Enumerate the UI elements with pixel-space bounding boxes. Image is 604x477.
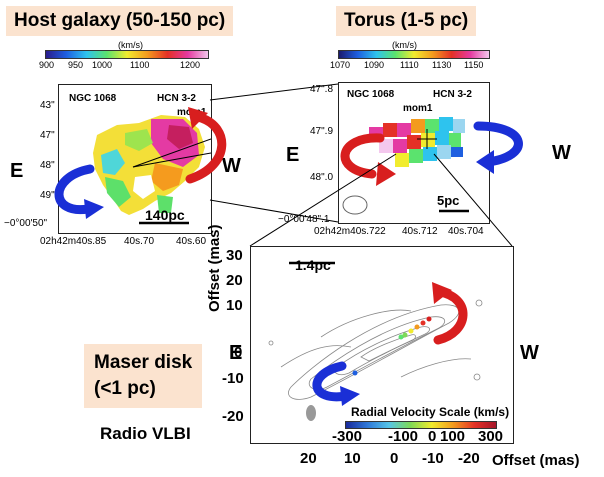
maser-colorbar <box>345 421 497 429</box>
host-object-label: NGC 1068 <box>69 93 117 104</box>
maser-x-tick-1: 20 <box>300 450 317 467</box>
host-y-tick-1: 43" <box>40 100 55 111</box>
maser-y-tick-5: -10 <box>222 370 244 387</box>
maser-spots <box>352 316 432 376</box>
host-velocity-map <box>93 115 212 225</box>
maser-ylabel: Offset (mas) <box>206 224 223 312</box>
host-colorbar-tick-4: 1100 <box>130 60 150 70</box>
maser-colorbar-tick-3: 0 <box>428 428 437 445</box>
maser-contour-map <box>268 261 483 421</box>
torus-x-tick-3: 40s.704 <box>448 226 484 237</box>
host-colorbar-tick-2: 950 <box>68 60 84 70</box>
red-curved-arrow-icon <box>340 133 396 186</box>
maser-colorbar-tick-2: -100 <box>388 428 419 445</box>
torus-y-tick-4: −0°00'48".1 <box>278 214 330 225</box>
red-curved-arrow-icon <box>185 107 227 184</box>
maser-west-label: W <box>520 342 539 364</box>
host-x-tick-2: 40s.70 <box>124 236 155 247</box>
host-galaxy-title: Host galaxy (50-150 pc) <box>6 6 234 36</box>
torus-y-tick-3: 48".0 <box>310 172 334 183</box>
maser-colorbar-label: Radial Velocity Scale (km/s) <box>351 405 510 419</box>
host-x-tick-1: 02h42m40s.85 <box>40 236 107 247</box>
torus-colorbar-tick-1: 1070 <box>330 60 351 70</box>
torus-moment-label: mom1 <box>403 103 433 114</box>
maser-y-tick-3: 10 <box>226 297 243 314</box>
maser-colorbar-tick-5: 300 <box>478 428 504 445</box>
maser-colorbar-tick-1: -300 <box>332 428 363 445</box>
maser-technique-label: Radio VLBI <box>100 424 191 443</box>
host-y-tick-4: 49" <box>40 190 55 201</box>
torus-y-tick-1: 47".8 <box>310 84 334 95</box>
host-x-tick-3: 40s.60 <box>176 236 207 247</box>
host-colorbar-unit: (km/s) <box>118 40 143 50</box>
host-colorbar-tick-1: 900 <box>39 60 55 70</box>
maser-east-label: E <box>229 342 243 364</box>
torus-colorbar-tick-3: 1110 <box>400 60 419 70</box>
host-colorbar <box>45 50 209 59</box>
host-arrows <box>54 107 227 219</box>
maser-panel: 1.4pc Radial Velocity Scale (km/s) <box>250 246 514 444</box>
maser-x-tick-3: 0 <box>390 450 399 467</box>
host-colorbar-tick-3: 1000 <box>92 60 113 70</box>
torus-line-label: HCN 3-2 <box>433 89 472 100</box>
torus-title: Torus (1-5 pc) <box>336 6 477 36</box>
blue-curved-arrow-icon <box>54 164 104 219</box>
torus-colorbar-tick-4: 1130 <box>432 60 452 70</box>
maser-x-tick-2: 10 <box>344 450 361 467</box>
torus-scale-label: 5pc <box>437 193 460 208</box>
torus-arrows <box>340 121 523 186</box>
maser-scale-label: 1.4pc <box>295 257 331 273</box>
maser-colorbar-tick-4: 100 <box>440 428 466 445</box>
host-galaxy-panel: NGC 1068 HCN 3-2 mom1 140pc <box>58 84 212 234</box>
host-y-tick-5: −0°00'50" <box>4 218 48 229</box>
maser-xlabel: Offset (mas) <box>492 452 580 469</box>
torus-object-label: NGC 1068 <box>347 89 395 100</box>
maser-disk-title: Maser disk (<1 pc) <box>84 344 203 408</box>
host-west-label: W <box>222 155 241 177</box>
torus-x-tick-1: 02h42m40s.722 <box>314 226 386 237</box>
host-east-label: E <box>10 160 24 182</box>
red-curved-arrow-icon <box>432 282 468 345</box>
host-colorbar-tick-5: 1200 <box>180 60 201 70</box>
torus-panel: NGC 1068 HCN 3-2 mom1 5pc <box>338 82 490 224</box>
maser-arrows <box>312 282 468 406</box>
torus-colorbar-unit: (km/s) <box>392 40 417 50</box>
maser-x-tick-4: -10 <box>422 450 444 467</box>
maser-y-tick-4: 0 <box>234 344 243 361</box>
blue-curved-arrow-icon <box>312 361 360 406</box>
maser-x-tick-5: -20 <box>458 450 480 467</box>
host-y-tick-2: 47" <box>40 130 55 141</box>
host-scale-label: 140pc <box>145 207 185 223</box>
torus-colorbar <box>338 50 490 59</box>
blue-curved-arrow-icon <box>473 121 523 174</box>
torus-velocity-map <box>342 117 469 215</box>
host-line-label: HCN 3-2 <box>157 93 196 104</box>
torus-y-tick-2: 47".9 <box>310 126 334 137</box>
host-y-tick-3: 48" <box>40 160 55 171</box>
maser-y-tick-2: 20 <box>226 272 243 289</box>
torus-east-label: E <box>286 144 300 166</box>
torus-west-label: W <box>552 142 571 164</box>
maser-y-tick-1: 30 <box>226 247 243 264</box>
torus-x-tick-2: 40s.712 <box>402 226 438 237</box>
maser-y-tick-6: -20 <box>222 408 244 425</box>
torus-colorbar-tick-2: 1090 <box>364 60 385 70</box>
torus-colorbar-tick-5: 1150 <box>464 60 484 70</box>
